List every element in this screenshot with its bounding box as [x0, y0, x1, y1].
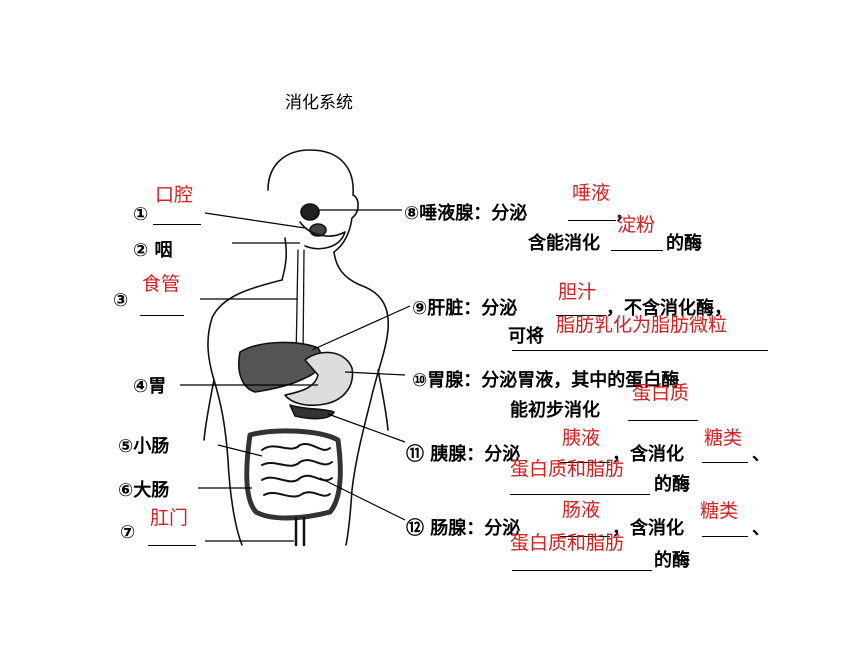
- leader-12: [319, 477, 406, 521]
- label-9-mid: ，不含消化酶，: [606, 298, 732, 319]
- blank-10: [628, 420, 698, 421]
- label-8-line2: 含能消化: [528, 233, 600, 254]
- rectum: [294, 516, 306, 547]
- stomach: [284, 351, 354, 407]
- answer-saliva: 唾液: [572, 182, 611, 204]
- left-leader-lines: [180, 212, 318, 542]
- answer-protein: 蛋白质: [632, 382, 690, 404]
- leader-9: [311, 305, 411, 351]
- label-2-pharynx: ② 咽: [133, 240, 173, 261]
- leader-11: [327, 413, 406, 443]
- label-12-mid: ，含消化: [612, 518, 684, 539]
- answer-carbohydrates-12: 糖类: [700, 500, 739, 522]
- mouth-cavity: [299, 221, 346, 250]
- label-12-intestinal-gland: ⑫ 肠腺：分泌: [406, 518, 521, 539]
- neck-outline: [281, 237, 288, 281]
- answer-esophagus: 食管: [142, 273, 181, 295]
- label-11-mid: ，含消化: [612, 444, 684, 465]
- answer-intestinal-juice: 肠液: [562, 499, 601, 521]
- large-intestine: [244, 428, 343, 521]
- label-12-tail: 的酶: [654, 550, 690, 571]
- leader-10: [344, 371, 406, 376]
- blank-9b: [512, 350, 768, 351]
- label-5-small-intestine: ⑤小肠: [118, 436, 170, 457]
- sep-12: 、: [752, 518, 770, 539]
- pancreas: [289, 404, 335, 420]
- arm-left: [203, 379, 215, 441]
- torso-right: [345, 284, 389, 546]
- label-3-esophagus: ③: [113, 290, 129, 311]
- label-1-mouth: ①: [133, 204, 149, 225]
- blank-11a: [560, 462, 610, 463]
- leader-5: [217, 444, 263, 457]
- esophagus: [295, 249, 305, 361]
- label-10-gastric-gland: ⑩胃腺：分泌胃液，其中的蛋白酶: [412, 370, 680, 391]
- blank-12c: [512, 570, 652, 571]
- answer-emulsify-fat: 脂肪乳化为脂肪微粒: [556, 314, 728, 336]
- label-8-salivary-gland: ⑧唾液腺：分泌: [404, 203, 528, 224]
- neck-back: [333, 251, 361, 286]
- answer-anus: 肛门: [150, 507, 189, 529]
- blank-12b: [702, 536, 748, 537]
- blank-1: [153, 224, 201, 225]
- answer-pancreatic-juice: 胰液: [562, 427, 601, 449]
- blank-3: [140, 315, 184, 316]
- answer-protein-fat-11: 蛋白质和脂肪: [510, 458, 625, 480]
- label-6-large-intestine: ⑥大肠: [118, 480, 170, 501]
- right-leader-lines: [311, 209, 411, 521]
- blank-8a: [568, 220, 616, 221]
- diagram-title: 消化系统: [285, 93, 353, 113]
- label-11-pancreas: ⑪ 胰腺：分泌: [406, 444, 521, 465]
- blank-11c: [510, 494, 650, 495]
- blank-11b: [702, 462, 748, 463]
- leader-1: [204, 212, 306, 229]
- small-intestine: [261, 442, 333, 498]
- answer-protein-fat-12: 蛋白质和脂肪: [510, 532, 625, 554]
- label-10-line2: 能初步消化: [510, 400, 600, 421]
- label-4-stomach: ④胃: [133, 376, 167, 397]
- salivary-gland-upper: [300, 203, 320, 221]
- blank-8b: [611, 250, 663, 251]
- blank-9a: [556, 315, 606, 316]
- answer-starch: 淀粉: [617, 214, 656, 236]
- sep-11: 、: [752, 444, 770, 465]
- comma-8: ，: [615, 203, 633, 224]
- arm-right: [377, 369, 389, 431]
- head-outline: [267, 149, 359, 253]
- blank-7: [148, 545, 196, 546]
- liver: [238, 341, 323, 393]
- blank-12a: [560, 536, 610, 537]
- answer-carbohydrates-11: 糖类: [704, 427, 743, 449]
- label-8-tail: 的酶: [666, 233, 702, 254]
- answer-bile: 胆汁: [558, 281, 597, 303]
- label-9-line2: 可将: [508, 326, 544, 347]
- label-11-tail: 的酶: [654, 474, 690, 495]
- torso-left: [207, 279, 283, 546]
- label-9-liver: ⑨肝脏：分泌: [412, 298, 518, 319]
- answer-mouth: 口腔: [155, 184, 194, 206]
- label-7-anus: ⑦: [120, 522, 136, 543]
